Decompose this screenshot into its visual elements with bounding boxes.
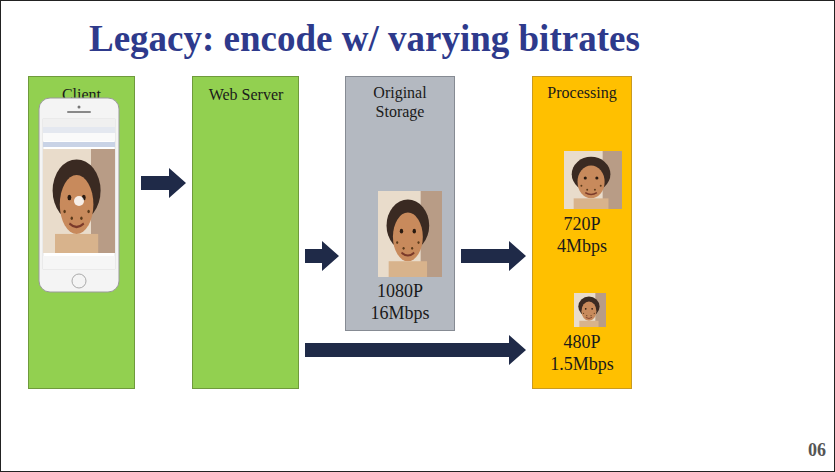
process-box: Client [28,76,135,389]
box-heading: Original Storage [357,83,443,121]
resolution-bitrate: 480P 1.5Mbps [542,331,622,375]
process-box: Web Server [192,76,299,389]
box-heading: Web Server [196,85,296,104]
resolution-bitrate: 1080P 16Mbps [358,280,442,324]
flow-arrow [141,168,186,198]
resolution-bitrate: 720P 4Mbps [546,213,618,257]
flow-arrow [305,241,339,271]
page-number: 06 [808,440,826,461]
flow-arrow [461,241,526,271]
process-box: Original Storage 1080P 16Mbps [345,76,455,331]
slide-title: Legacy: encode w/ varying bitrates [89,15,640,63]
flow-arrow [305,335,526,365]
process-box: Processing 720P 4Mbps 480P 1.5Mbps [532,76,632,389]
box-heading: Client [34,85,129,104]
box-heading: Processing [534,83,630,102]
